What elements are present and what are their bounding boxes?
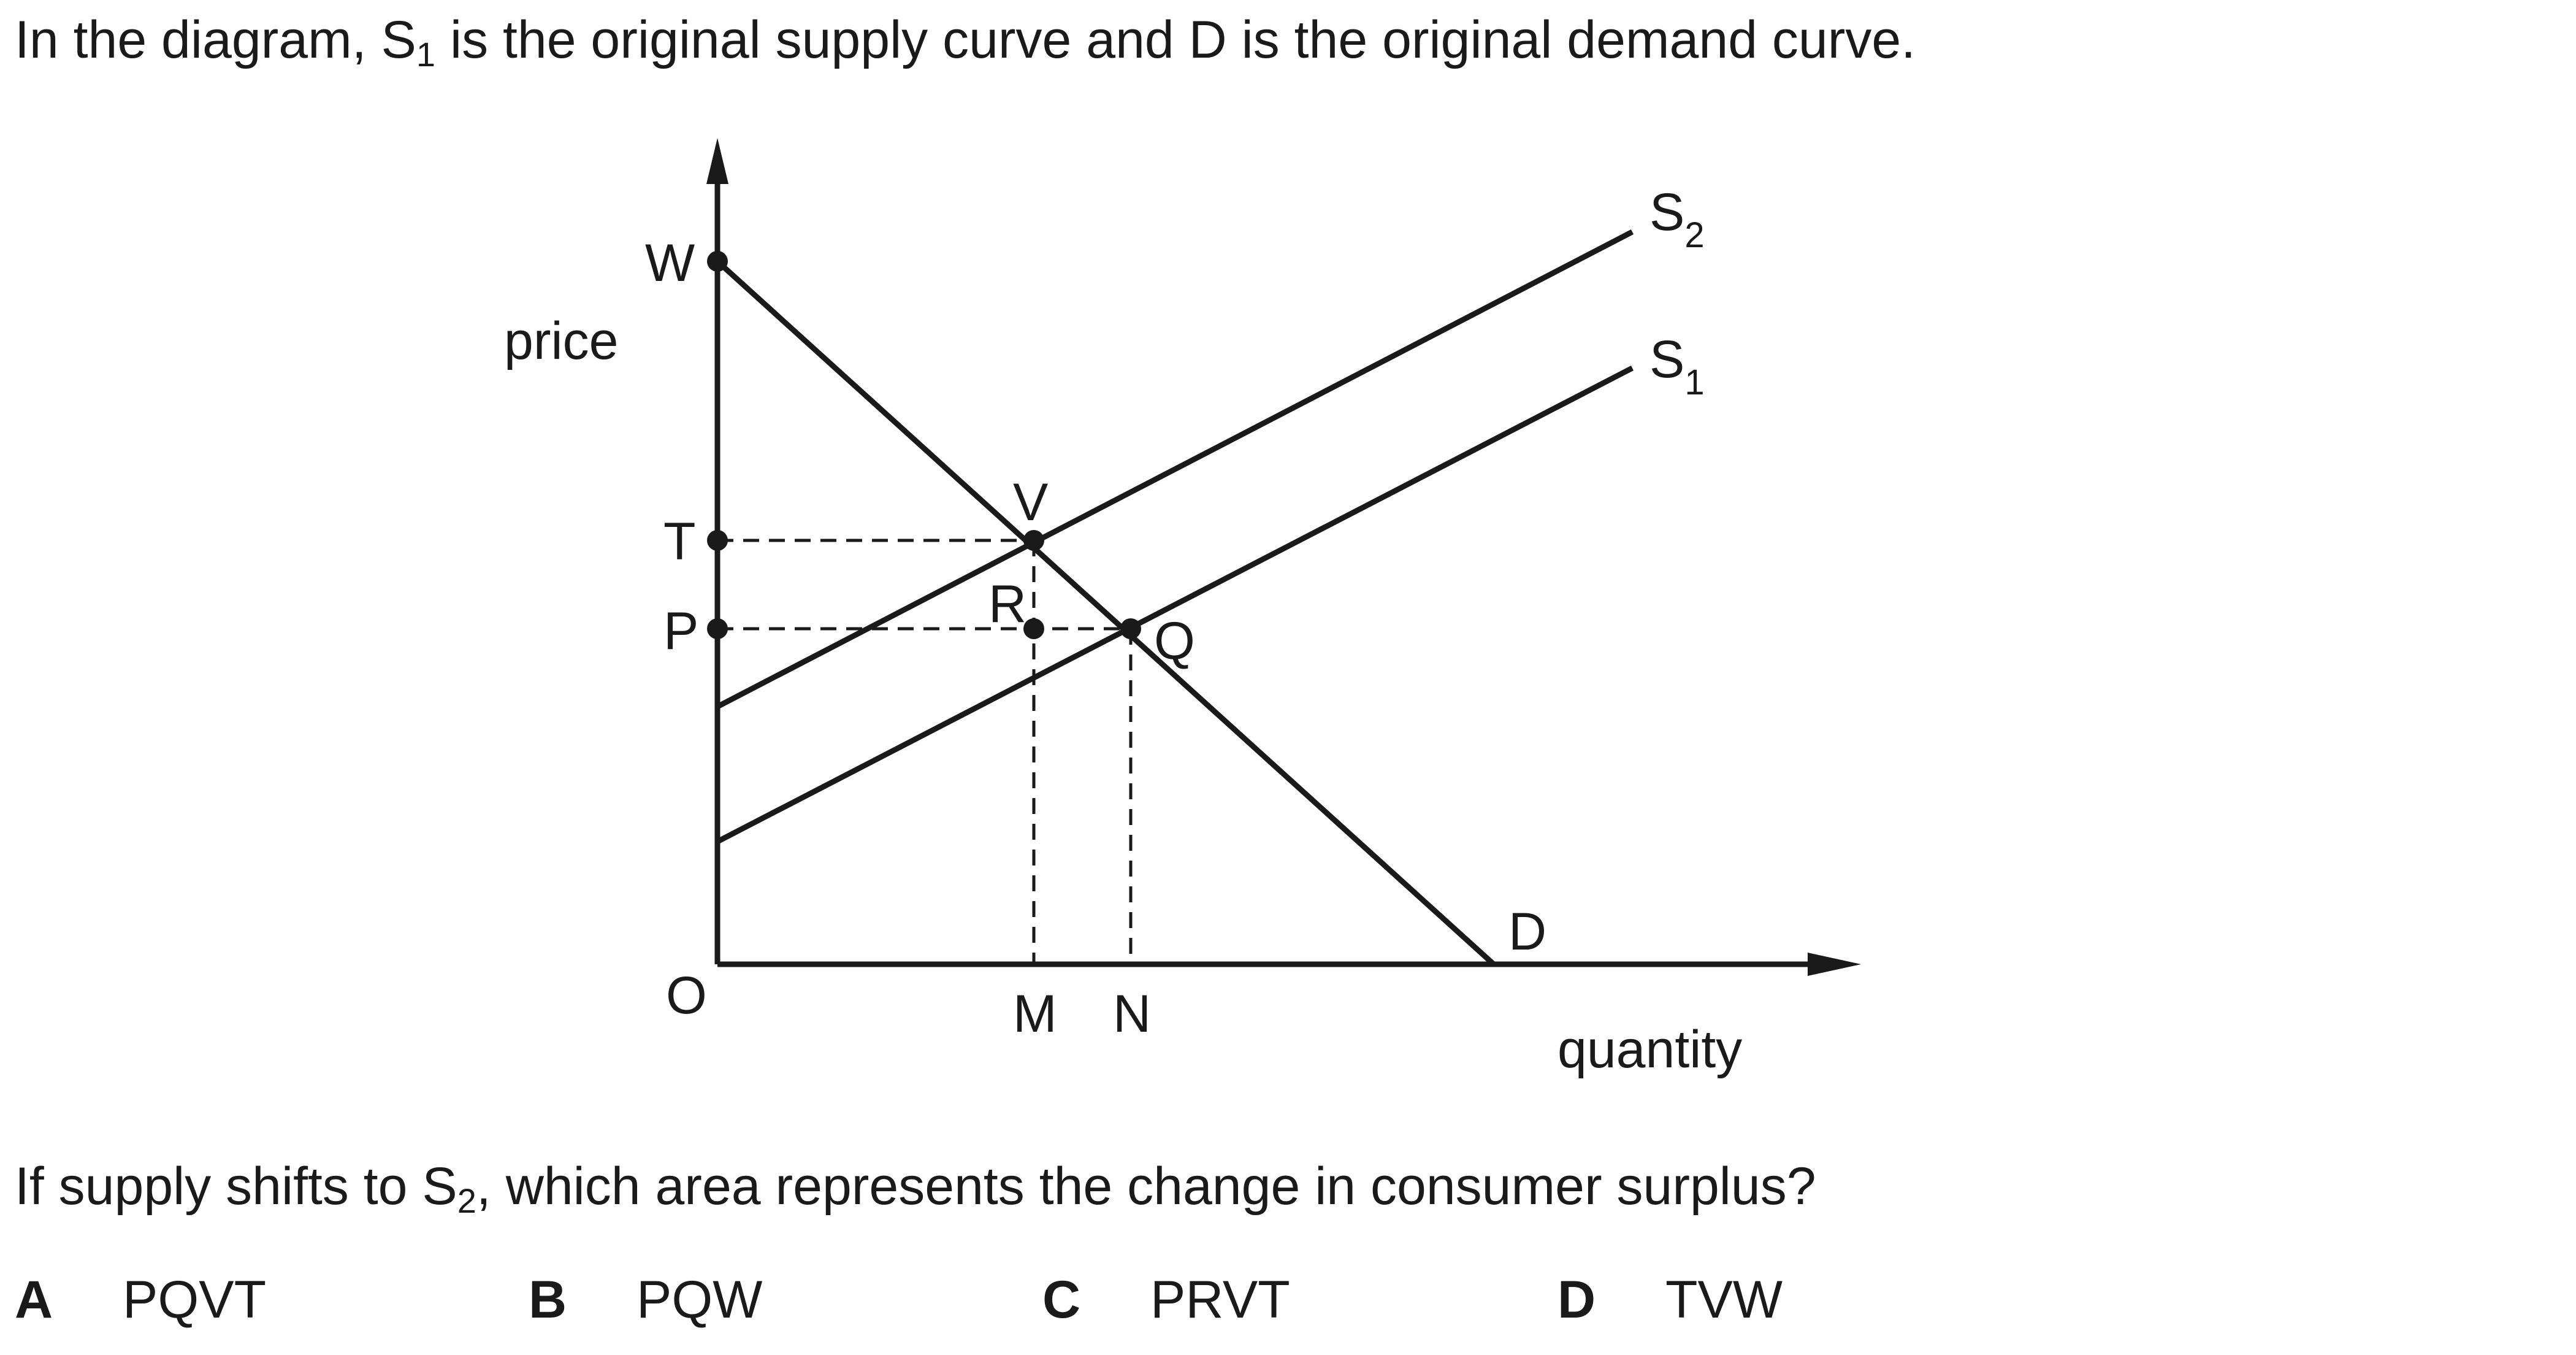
label-w: W — [645, 234, 695, 293]
point-q-marker — [1120, 618, 1141, 639]
label-m: M — [1013, 985, 1057, 1043]
label-s2: S2 — [1649, 183, 1705, 255]
point-w-marker — [707, 251, 728, 272]
intro-text-after: is the original supply curve and D is th… — [435, 10, 1916, 69]
price-axis-label: price — [504, 312, 618, 370]
option-d-text: TVW — [1665, 1270, 1783, 1329]
label-n: N — [1113, 985, 1151, 1043]
intro-text-before: In the diagram, S — [15, 10, 416, 69]
option-b-text: PQW — [636, 1270, 763, 1329]
option-a-letter: A — [15, 1270, 53, 1329]
option-c-letter: C — [1042, 1270, 1081, 1329]
quantity-axis-arrow — [1808, 953, 1861, 976]
label-s2-letter: S — [1649, 183, 1684, 242]
price-axis-arrow — [706, 138, 728, 184]
label-r: R — [988, 575, 1026, 634]
question-text-before: If supply shifts to S — [15, 1157, 457, 1216]
label-t: T — [663, 512, 696, 571]
label-q: Q — [1154, 612, 1195, 670]
intro-subscript: 1 — [416, 35, 436, 74]
quantity-axis-label: quantity — [1557, 1020, 1742, 1079]
option-d-letter: D — [1557, 1270, 1596, 1329]
option-a-text: PQVT — [123, 1270, 267, 1329]
label-s1-sub: 1 — [1684, 363, 1704, 402]
label-s1: S1 — [1649, 330, 1705, 402]
label-v: V — [1013, 473, 1048, 532]
supply-curve-s1 — [716, 366, 1634, 844]
label-s1-letter: S — [1649, 330, 1684, 389]
question-text-after: , which area represents the change in co… — [476, 1157, 1816, 1216]
option-b-letter: B — [529, 1270, 567, 1329]
label-demand: D — [1508, 902, 1546, 961]
origin-label: O — [666, 966, 707, 1025]
question-subscript: 2 — [457, 1181, 476, 1220]
label-s2-sub: 2 — [1684, 215, 1704, 255]
point-t-marker — [707, 530, 728, 551]
label-p: P — [663, 602, 698, 661]
point-v-marker — [1023, 530, 1044, 551]
point-p-marker — [707, 618, 728, 639]
point-r-marker — [1023, 618, 1044, 639]
intro-sentence: In the diagram, S1 is the original suppl… — [15, 10, 1916, 74]
supply-curve-s2 — [716, 229, 1634, 709]
question-sentence: If supply shifts to S2, which area repre… — [15, 1156, 1816, 1221]
option-c-text: PRVT — [1150, 1270, 1290, 1329]
demand-curve — [715, 259, 1496, 967]
